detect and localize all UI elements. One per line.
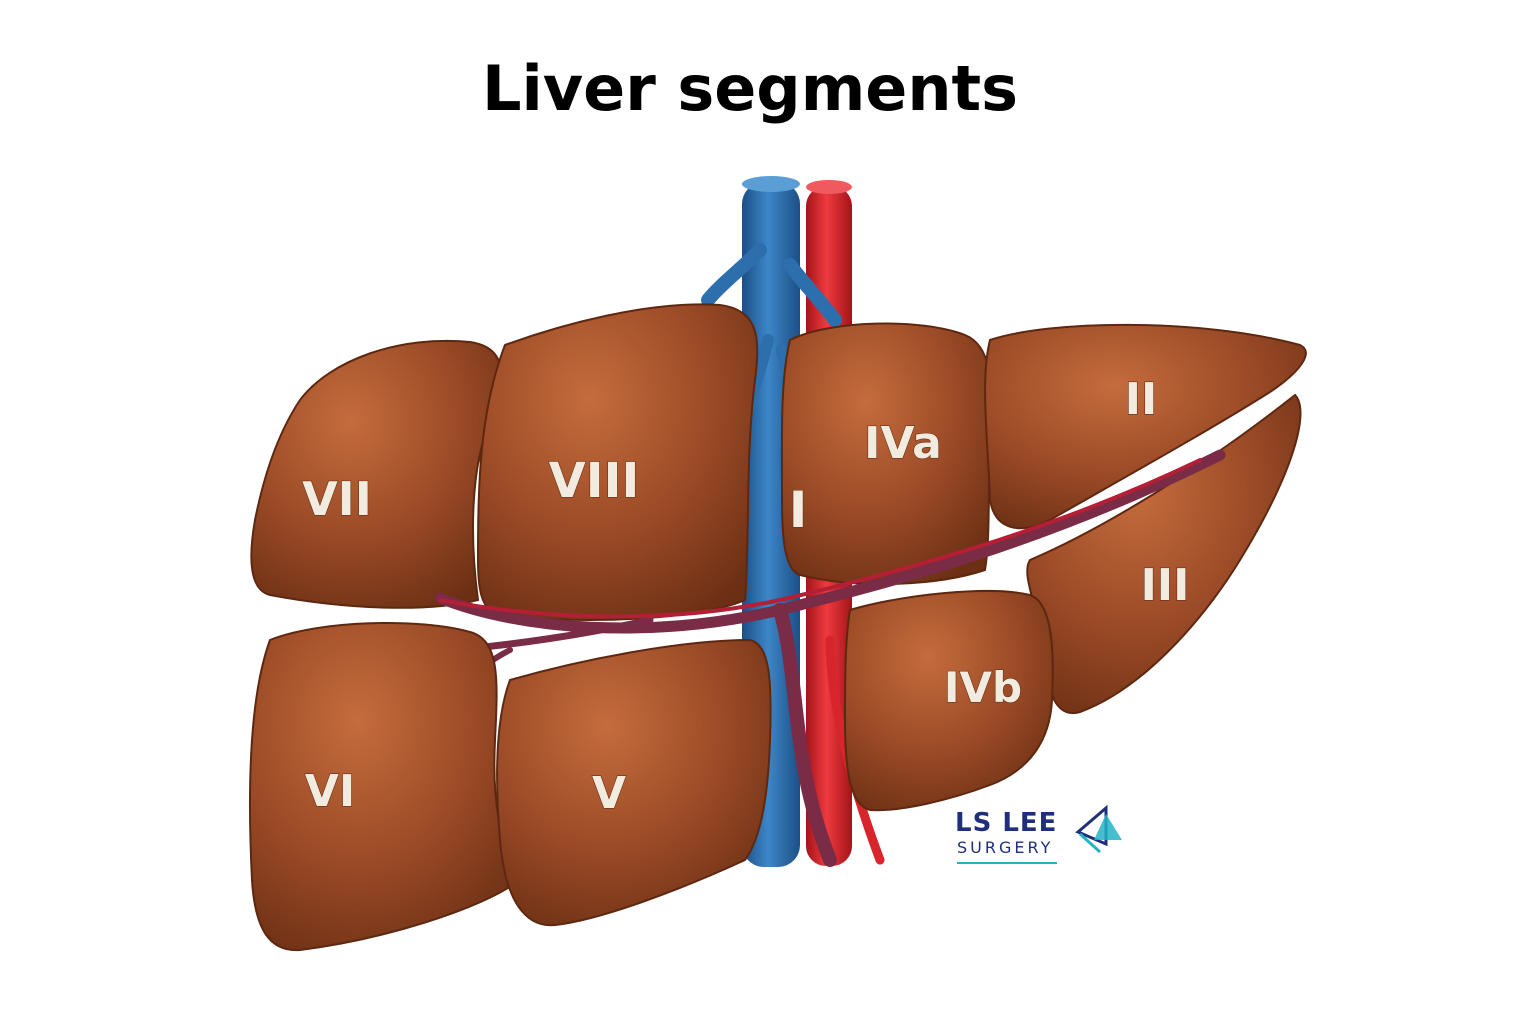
brand-logo: LS LEE SURGERY — [955, 804, 1130, 868]
lobe-vi — [248, 622, 522, 952]
logo-line1: LS LEE — [955, 808, 1058, 838]
segment-label-vii: VII — [302, 472, 372, 526]
segment-label-i: I — [789, 481, 808, 539]
segment-label-iii: III — [1140, 560, 1189, 611]
logo-underline — [957, 862, 1057, 864]
lobe-iii — [1026, 393, 1302, 715]
segment-label-iva: IVa — [864, 418, 942, 469]
segment-label-ii: II — [1125, 374, 1158, 425]
lobe-v — [496, 638, 772, 927]
lobe-vii — [250, 339, 502, 609]
page-title: Liver segments — [481, 52, 1019, 125]
segment-label-v: V — [592, 768, 626, 819]
segment-label-viii: VIII — [549, 453, 640, 509]
segment-label-vi: VI — [305, 766, 355, 817]
logo-line2: SURGERY — [957, 838, 1054, 857]
logo-mark-icon — [1075, 804, 1122, 854]
segment-label-ivb: IVb — [944, 663, 1022, 712]
lobe-ivb-back — [780, 322, 993, 586]
lobe-ivb — [843, 589, 1054, 812]
lobe-ii — [984, 323, 1307, 530]
lobe-viii — [476, 303, 759, 621]
